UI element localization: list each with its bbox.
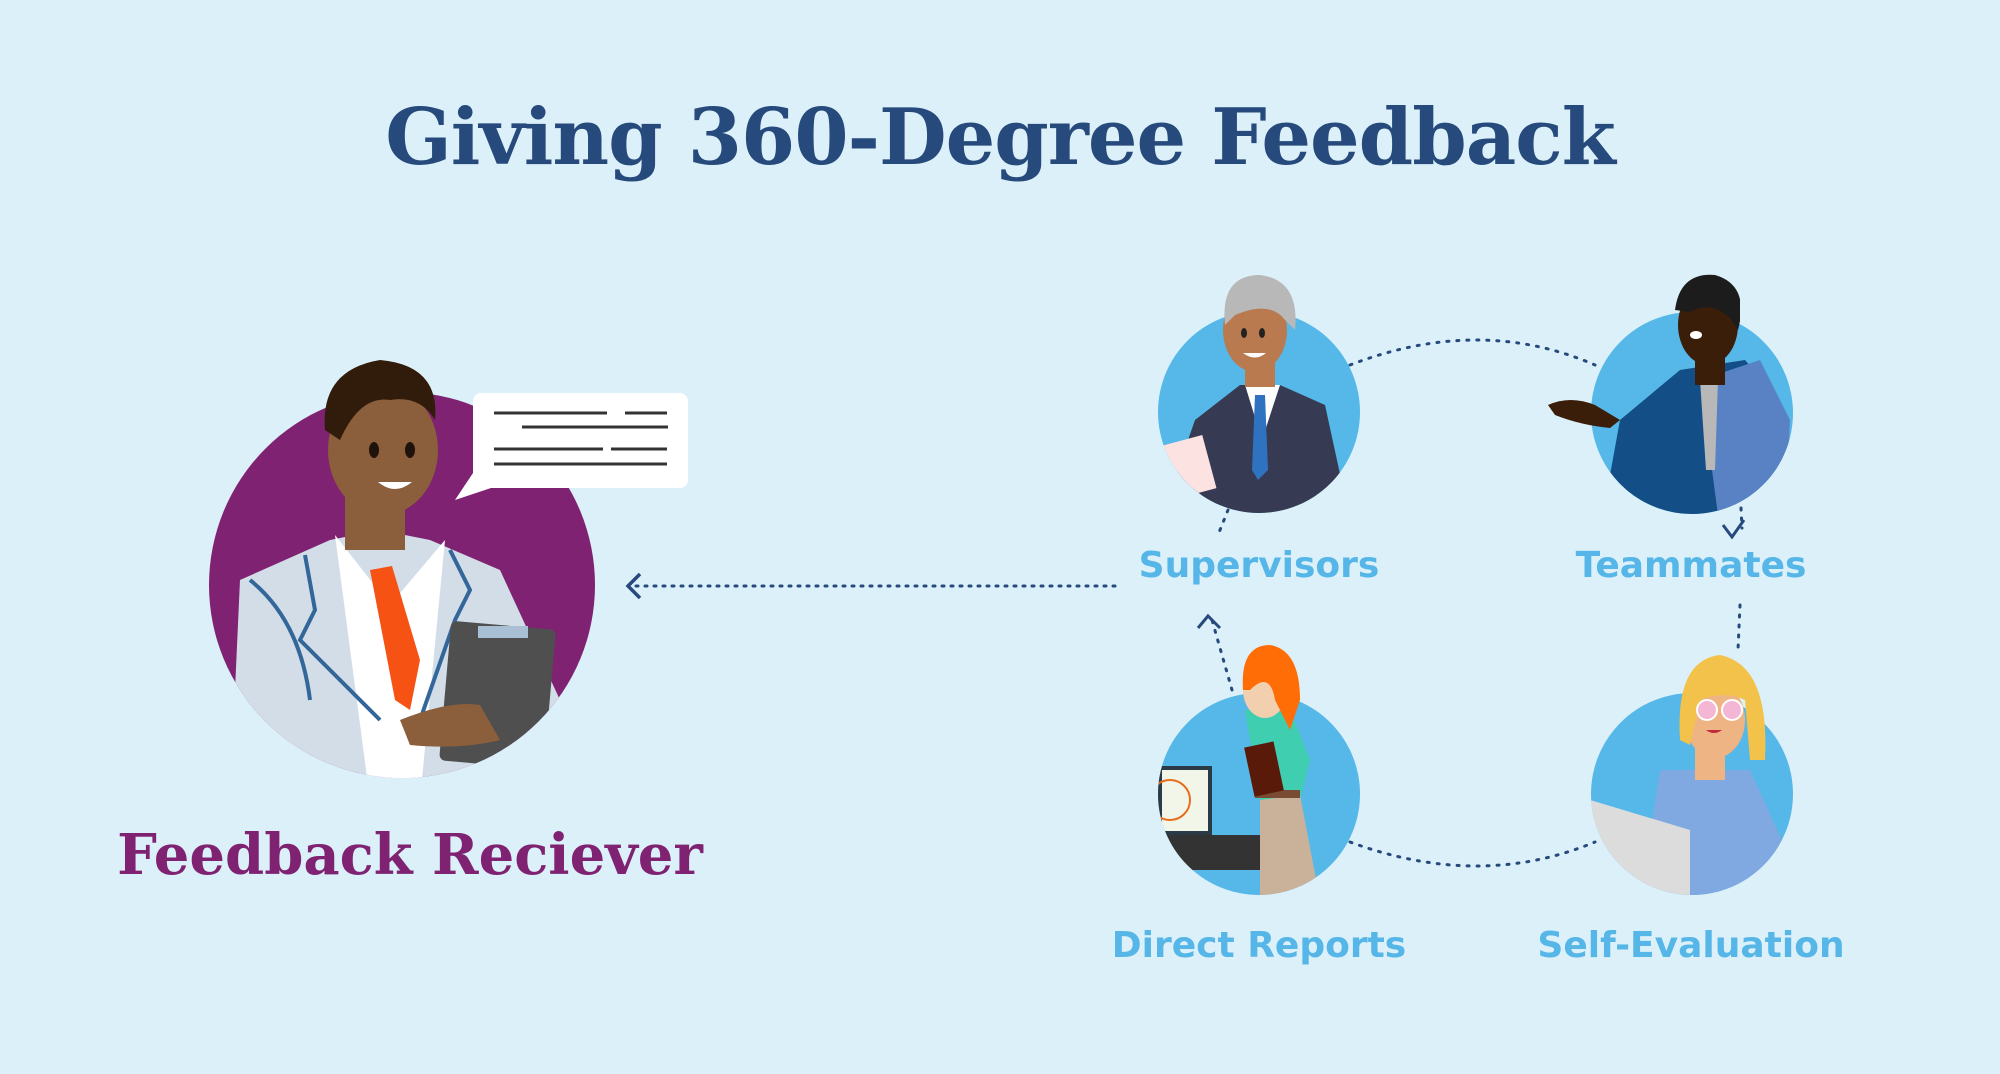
direct-report-illustration	[1158, 645, 1360, 895]
cycle-connectors	[1210, 338, 1744, 868]
teammate-illustration	[1548, 274, 1793, 514]
page-title: Giving 360-Degree Feedback	[385, 92, 1616, 183]
source-label-self-evaluation: Self-Evaluation	[1537, 925, 1845, 966]
arrow-to-receiver-icon	[625, 572, 1120, 600]
feedback-receiver-illustration	[209, 360, 688, 778]
source-label-supervisors: Supervisors	[1138, 545, 1380, 586]
chevron-down-icon	[1721, 519, 1746, 540]
chevron-up-icon	[1196, 613, 1222, 630]
self-evaluation-illustration	[1591, 655, 1793, 895]
source-label-direct-reports: Direct Reports	[1111, 925, 1407, 966]
speech-bubble-icon	[455, 393, 688, 500]
feedback-receiver-label: Feedback Reciever	[117, 822, 703, 888]
source-label-teammates: Teammates	[1575, 545, 1807, 586]
supervisor-illustration	[1158, 275, 1360, 513]
